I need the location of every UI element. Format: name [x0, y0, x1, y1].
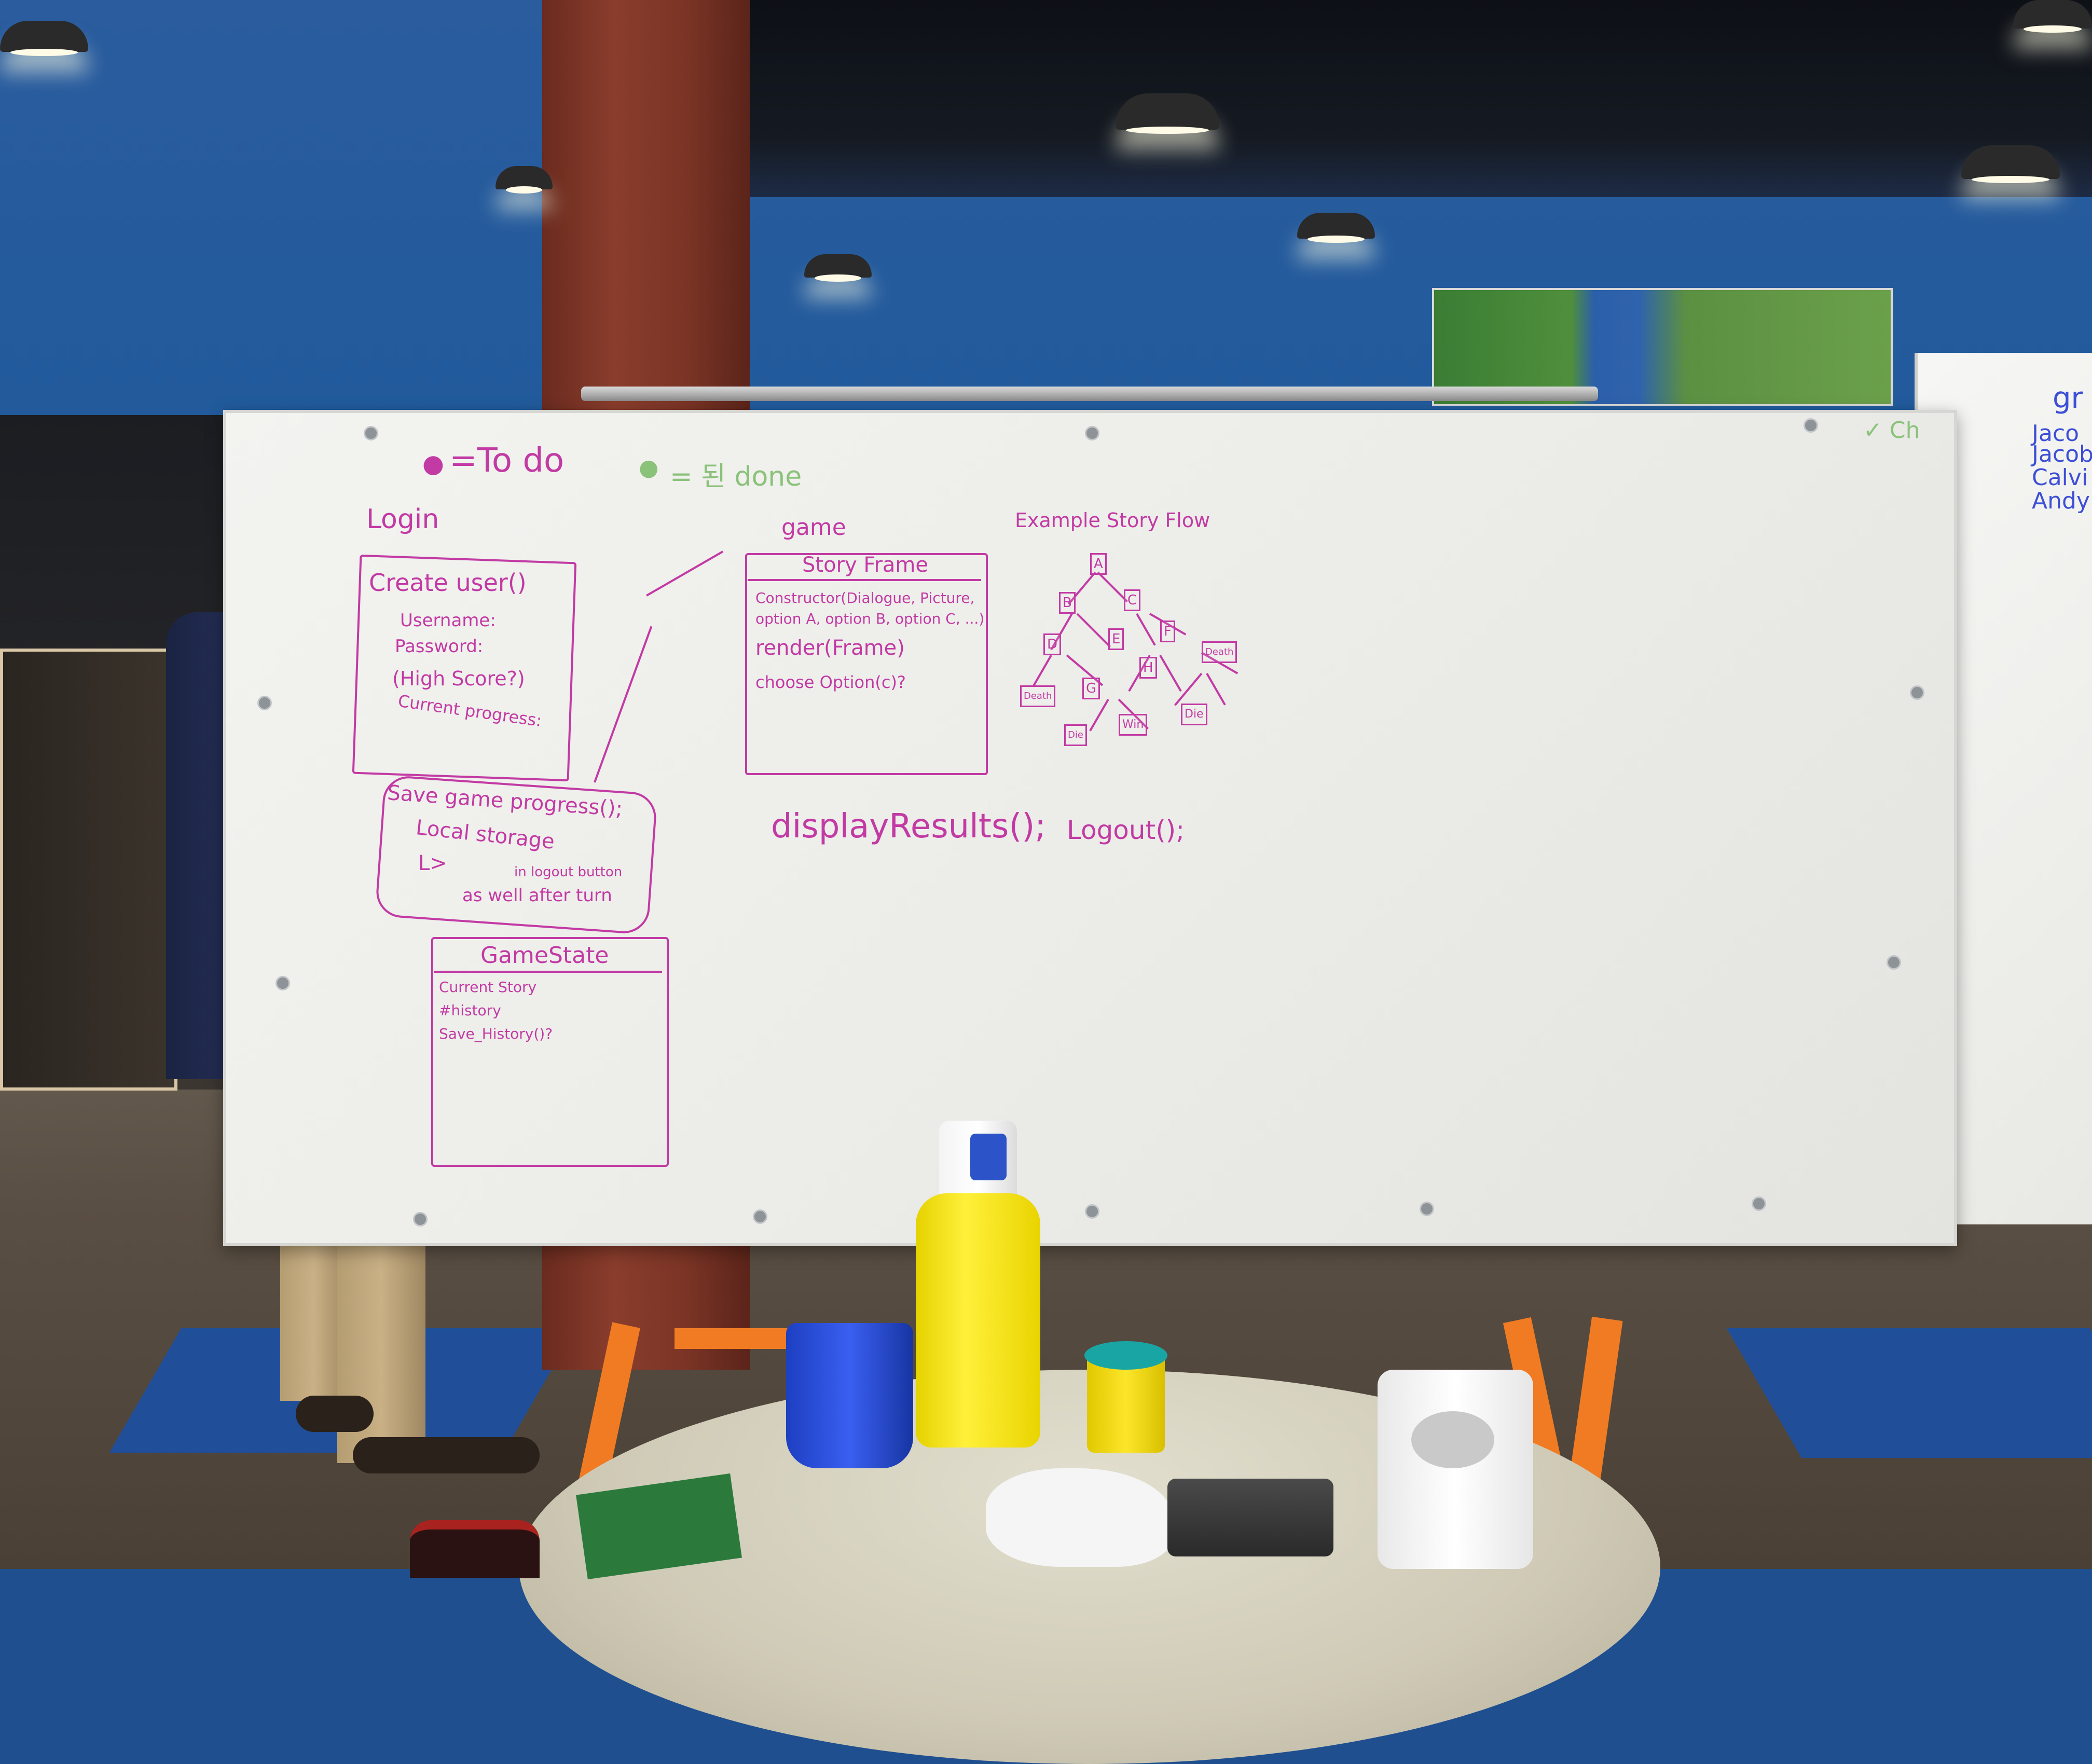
corner-mark: ✓ Ch — [1863, 417, 1920, 444]
logout-fn: Logout(); — [1067, 815, 1185, 845]
login-line: Create user() — [369, 569, 527, 597]
story-frame-line: option A, option B, option C, ...) — [755, 610, 985, 627]
red-mug — [410, 1520, 540, 1578]
save-line: L> — [418, 851, 447, 875]
screw — [1910, 685, 1924, 700]
person-leg — [280, 1235, 348, 1401]
flow-node: D — [1043, 633, 1062, 655]
whiteboard: ● =To do ● = 된 done ✓ Ch Login Create us… — [223, 410, 1957, 1246]
story-frame-line: Constructor(Dialogue, Picture, — [755, 589, 975, 607]
flow-node: H — [1139, 657, 1157, 679]
pendant-lamp — [496, 166, 553, 194]
pendant-lamp — [2013, 0, 2092, 33]
flow-node: B — [1059, 592, 1076, 614]
flow-node: E — [1108, 628, 1124, 650]
flow-node: F — [1160, 621, 1175, 642]
gamestate-line: #history — [439, 1002, 501, 1019]
gamestate-title: GameState — [480, 942, 609, 969]
screw — [753, 1209, 767, 1224]
sandal — [353, 1437, 540, 1473]
arrow-line — [594, 626, 653, 783]
screw — [257, 696, 272, 710]
login-line: Username: — [400, 610, 496, 631]
pendant-lamp — [804, 254, 872, 282]
story-frame-box — [745, 553, 988, 775]
flow-node: G — [1082, 678, 1100, 699]
board-stand — [675, 1328, 789, 1349]
cart — [0, 649, 177, 1091]
spray-nozzle — [970, 1134, 1007, 1180]
gamestate-divider — [434, 971, 662, 973]
todo-marker-dot: ● — [422, 449, 444, 478]
screw — [1085, 426, 1099, 440]
spray-bottle — [916, 1193, 1040, 1448]
screw — [1804, 418, 1818, 433]
whiteboard-eraser — [1167, 1479, 1333, 1556]
side-board-text: Jaco — [2032, 420, 2080, 447]
paper-towel-core — [1411, 1411, 1494, 1468]
pendant-lamp — [1116, 93, 1219, 134]
legend-done: = 된 done — [670, 461, 802, 492]
tree-edge — [1076, 613, 1111, 648]
gamestate-line: Current Story — [439, 979, 537, 996]
flow-node: C — [1124, 589, 1141, 611]
game-title: game — [781, 514, 846, 541]
arrow-line — [646, 550, 724, 597]
container-lid — [1084, 1341, 1167, 1370]
tree-edge — [1089, 699, 1109, 732]
story-frame-line: choose Option(c)? — [755, 672, 906, 692]
tree-edge — [1032, 655, 1052, 687]
side-board-text: gr — [2053, 381, 2083, 415]
flow-title: Example Story Flow — [1015, 509, 1210, 532]
tree-edge — [1159, 655, 1182, 692]
legend-todo: =To do — [449, 442, 565, 480]
ceiling — [737, 0, 2092, 197]
flow-node: A — [1090, 553, 1107, 575]
board-rail — [581, 387, 1598, 401]
story-frame-title: Story Frame — [802, 553, 929, 577]
tree-edge — [1136, 613, 1156, 646]
side-board-text: Andy — [2032, 488, 2090, 514]
side-board-text: Jacob — [2032, 441, 2092, 467]
screw — [1752, 1196, 1766, 1211]
flow-node: Death — [1202, 641, 1237, 663]
save-line: in logout button — [514, 864, 623, 880]
done-marker-dot: ● — [639, 454, 659, 481]
pendant-lamp — [1961, 145, 2060, 183]
gamestate-box — [431, 937, 669, 1167]
tissue — [986, 1468, 1173, 1567]
tree-edge — [1206, 673, 1226, 706]
paper-towel-roll — [1378, 1370, 1533, 1569]
sandal — [296, 1396, 374, 1432]
display-results: displayResults(); — [771, 807, 1046, 846]
pendant-lamp — [1297, 213, 1375, 243]
screw — [276, 976, 290, 990]
blue-bucket — [786, 1323, 913, 1468]
screw — [413, 1212, 428, 1226]
pendant-lamp — [0, 21, 88, 56]
screw — [1085, 1204, 1099, 1219]
login-line: (High Score?) — [392, 667, 525, 690]
screw — [364, 426, 378, 440]
save-line: as well after turn — [462, 885, 612, 906]
screw — [1887, 955, 1901, 970]
side-board-text: Calvi — [2032, 464, 2088, 491]
flow-node: Die — [1181, 704, 1207, 725]
login-title: Login — [366, 504, 439, 535]
flow-node: Death — [1020, 685, 1056, 707]
screw — [1420, 1202, 1434, 1216]
gamestate-line: Save_History()? — [439, 1025, 553, 1042]
flow-node: Die — [1064, 724, 1087, 746]
story-frame-line: render(Frame) — [755, 636, 905, 660]
flow-node: Win — [1119, 714, 1148, 736]
story-frame-divider — [748, 579, 981, 581]
login-line: Password: — [395, 636, 484, 657]
